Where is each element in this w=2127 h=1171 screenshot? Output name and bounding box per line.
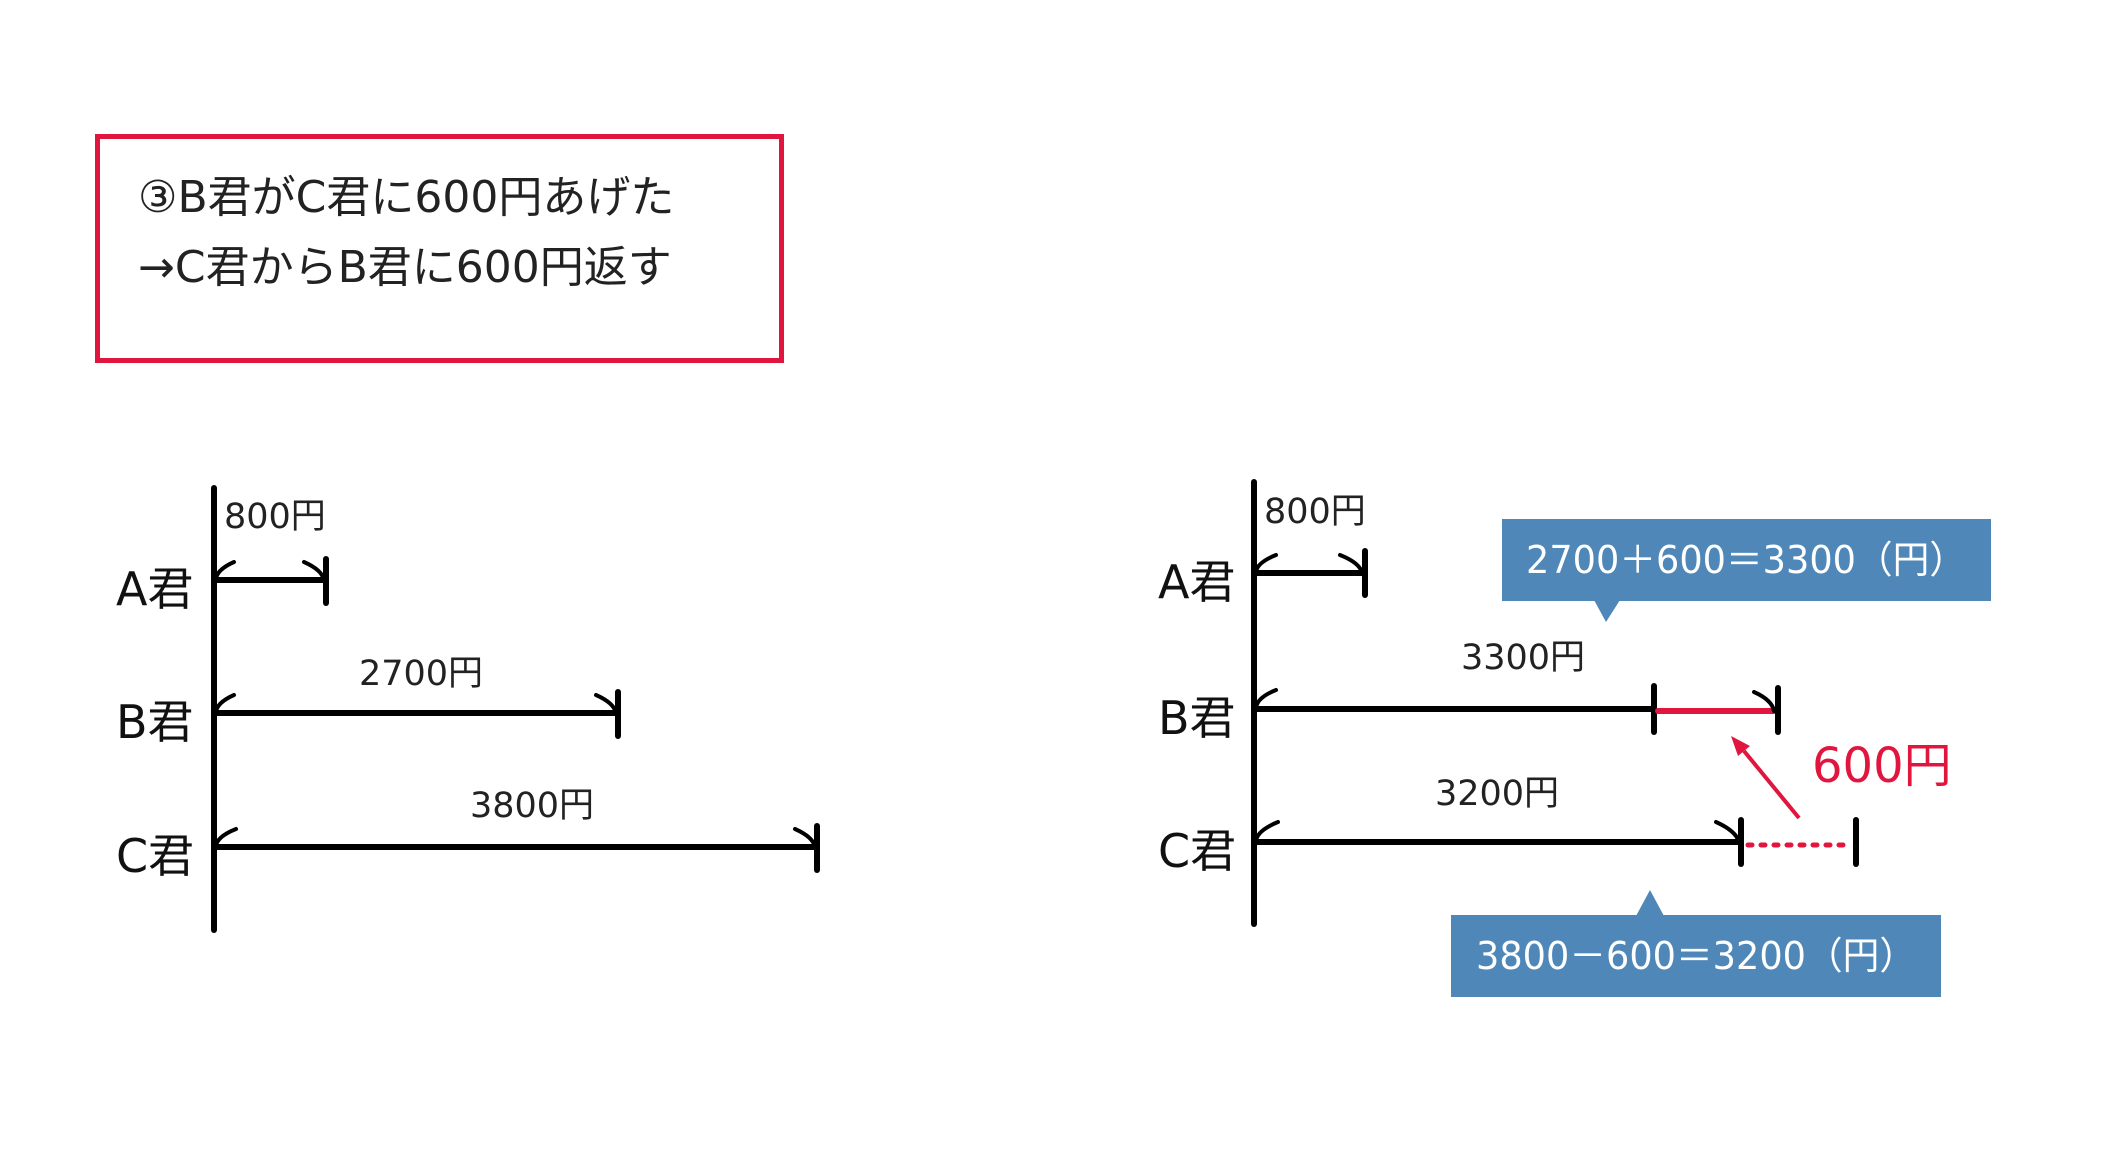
after-diagram — [1251, 479, 1859, 927]
brace-c — [1254, 820, 1741, 844]
after-row-labels: A君 B君 C君 — [1158, 555, 1236, 878]
row-label-b: B君 — [1158, 691, 1236, 745]
callout-c-box — [1451, 915, 1941, 997]
row-label-a: A君 — [1158, 555, 1235, 609]
instruction-line-2: →C君からB君に600円返す — [138, 242, 672, 293]
amount-b: 2700円 — [359, 654, 483, 694]
instruction-line-1: ③B君がC君に600円あげた — [138, 172, 675, 223]
amount-a: 800円 — [224, 497, 326, 537]
amount-c: 3800円 — [470, 786, 594, 826]
arrow-head-icon — [1731, 736, 1750, 756]
brace-c — [214, 827, 817, 849]
row-label-c: C君 — [116, 829, 194, 883]
amount-b: 3300円 — [1461, 638, 1585, 678]
transfer-arrow-shaft — [1742, 749, 1801, 820]
brace-b — [1254, 688, 1776, 713]
before-diagram — [211, 485, 820, 933]
callout-b-pointer — [1594, 600, 1620, 622]
row-label-c: C君 — [1158, 824, 1236, 878]
callout-b: 2700＋600＝3300（円） — [1502, 519, 1991, 622]
callout-c: 3800－600＝3200（円） — [1451, 890, 1941, 997]
before-amounts: 800円 2700円 3800円 — [224, 497, 594, 826]
transfer-arrow — [1731, 736, 1801, 820]
brace-a — [1254, 553, 1364, 575]
callout-b-text: 2700＋600＝3300（円） — [1526, 538, 1966, 582]
after-amounts: 800円 3300円 3200円 — [1264, 492, 1585, 814]
callout-c-pointer — [1636, 890, 1664, 916]
amount-a: 800円 — [1264, 492, 1366, 532]
brace-a — [214, 560, 326, 582]
callout-c-text: 3800－600＝3200（円） — [1476, 934, 1916, 978]
amount-c: 3200円 — [1435, 774, 1559, 814]
callout-b-box — [1502, 519, 1991, 601]
row-label-b: B君 — [116, 695, 194, 749]
instruction-box: ③B君がC君に600円あげた →C君からB君に600円返す — [95, 134, 784, 363]
before-row-labels: A君 B君 C君 — [116, 562, 194, 883]
transfer-label: 600円 — [1812, 738, 1952, 794]
brace-b — [214, 693, 618, 715]
row-label-a: A君 — [116, 562, 193, 616]
